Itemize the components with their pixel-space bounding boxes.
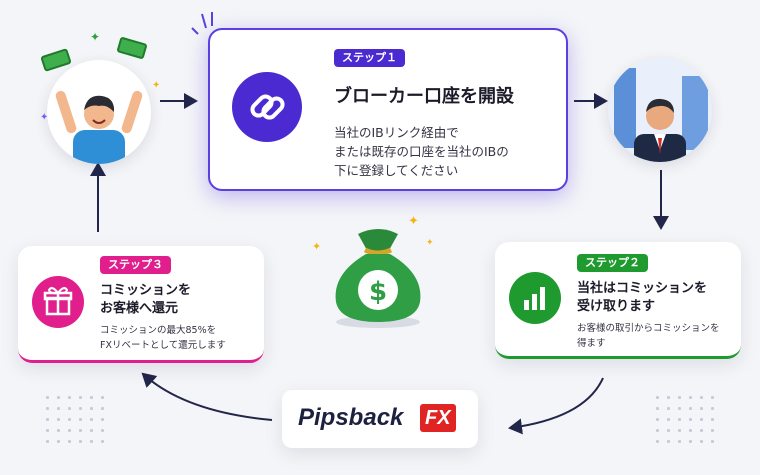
happy-user-avatar [47,60,151,164]
step1-badge: ステップ１ [334,49,405,67]
svg-text:$: $ [369,277,387,307]
step1-card: ステップ１ ブローカー口座を開設 当社のIBリンク経由で または既存の口座を当社… [208,28,568,191]
step2-badge: ステップ２ [577,254,648,272]
bar-chart-icon [524,287,545,310]
step3-description-line1: コミッションの最大85%を [100,325,217,336]
pipsback-fx-logo: Pipsback FX [282,390,478,448]
sparkle-icon: ✦ [312,240,322,253]
logo-fx-badge: FX [420,404,456,432]
sparkle-icon: ✦ [152,80,161,91]
sparkle-icon: ✦ [90,30,101,44]
bar-chart-icon-circle [509,272,561,324]
highlight-strokes [191,12,213,35]
step1-description-line1: 当社のIBリンク経由で [334,125,459,140]
step3-description-line2: FXリベートとして還元します [100,340,226,351]
dot-pattern-left [42,392,108,446]
gift-icon-circle [32,276,84,328]
link-icon-circle [232,72,302,142]
sparkle-icon: ✦ [426,238,434,248]
step2-description-line1: お客様の取引からコミッションを [577,323,720,334]
step3-card: ステップ３ コミッションを お客様へ還元 コミッションの最大85%を FXリベー… [18,246,264,363]
step2-card: ステップ２ 当社はコミッションを 受け取ります お客様の取引からコミッションを … [495,242,741,359]
arrow-logo-to-step3 [141,372,273,421]
step2-title-line2: 受け取ります [577,299,656,314]
step2-title-line1: 当社はコミッションを [577,281,708,296]
broker-avatar [608,58,712,162]
step3-title-line2: お客様へ還元 [100,301,179,316]
step3-badge: ステップ３ [100,256,171,274]
step1-title: ブローカー口座を開設 [334,86,514,107]
sparkle-icon: ✦ [408,214,419,229]
step2-description-line2: 得ます [577,338,606,349]
money-bag-icon: $ [335,229,421,328]
step1-description-line2: または既存の口座を当社のIBの [334,144,509,159]
step3-title-line1: コミッションを [100,283,192,298]
gift-icon [43,287,73,316]
arrow-step2-to-logo [508,377,604,435]
link-icon [250,94,285,120]
step1-description-line3: 下に登録してください [334,163,459,178]
logo-wordmark: Pipsback [298,404,404,431]
sparkle-icon: ✦ [40,112,49,123]
dot-pattern-right [652,392,718,446]
cheering-person-illustration [55,90,143,164]
businessman-illustration [614,68,708,162]
